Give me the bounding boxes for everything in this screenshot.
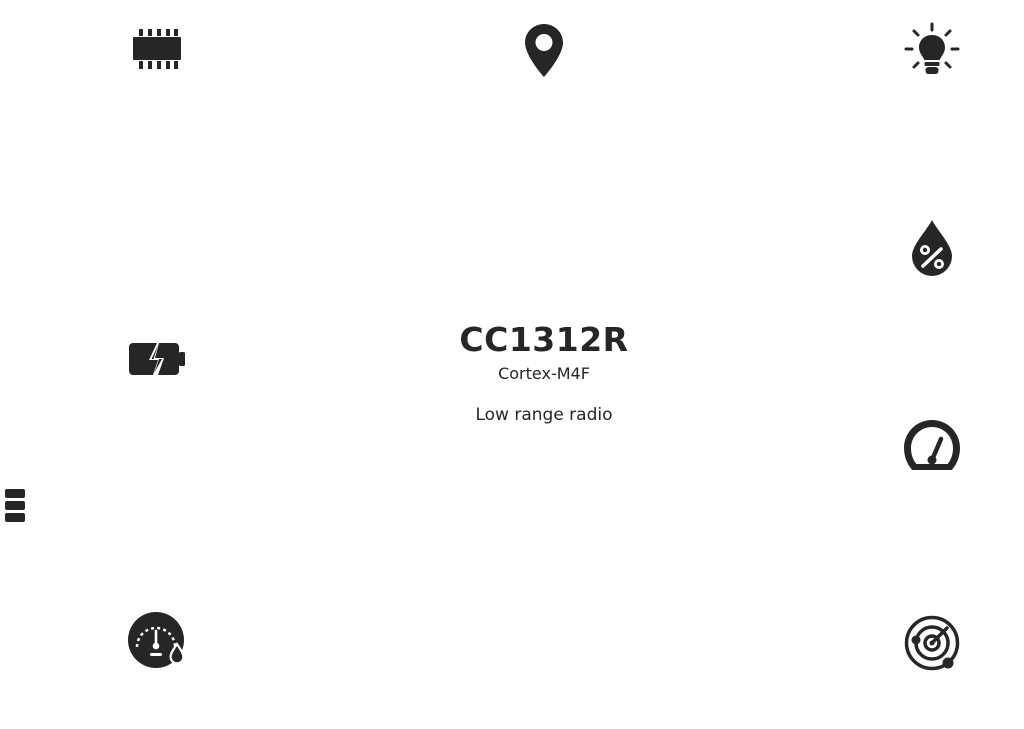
battery-charging-icon[interactable] bbox=[128, 341, 186, 377]
humidity-drop-percent-icon[interactable] bbox=[909, 218, 955, 276]
pressure-gauge-drop-icon[interactable] bbox=[127, 611, 187, 671]
device-info: CC1312R Cortex-M4F Low range radio bbox=[344, 318, 744, 425]
device-name: CC1312R bbox=[459, 320, 629, 359]
device-description: Low range radio bbox=[475, 405, 613, 425]
device-core: Cortex-M4F bbox=[498, 364, 590, 383]
map-pin-icon[interactable] bbox=[522, 22, 566, 78]
menu-icon[interactable] bbox=[4, 488, 26, 524]
lightbulb-icon[interactable] bbox=[903, 21, 961, 77]
radar-icon[interactable] bbox=[903, 615, 961, 673]
microchip-icon[interactable] bbox=[131, 28, 183, 70]
speedometer-icon[interactable] bbox=[903, 419, 961, 471]
